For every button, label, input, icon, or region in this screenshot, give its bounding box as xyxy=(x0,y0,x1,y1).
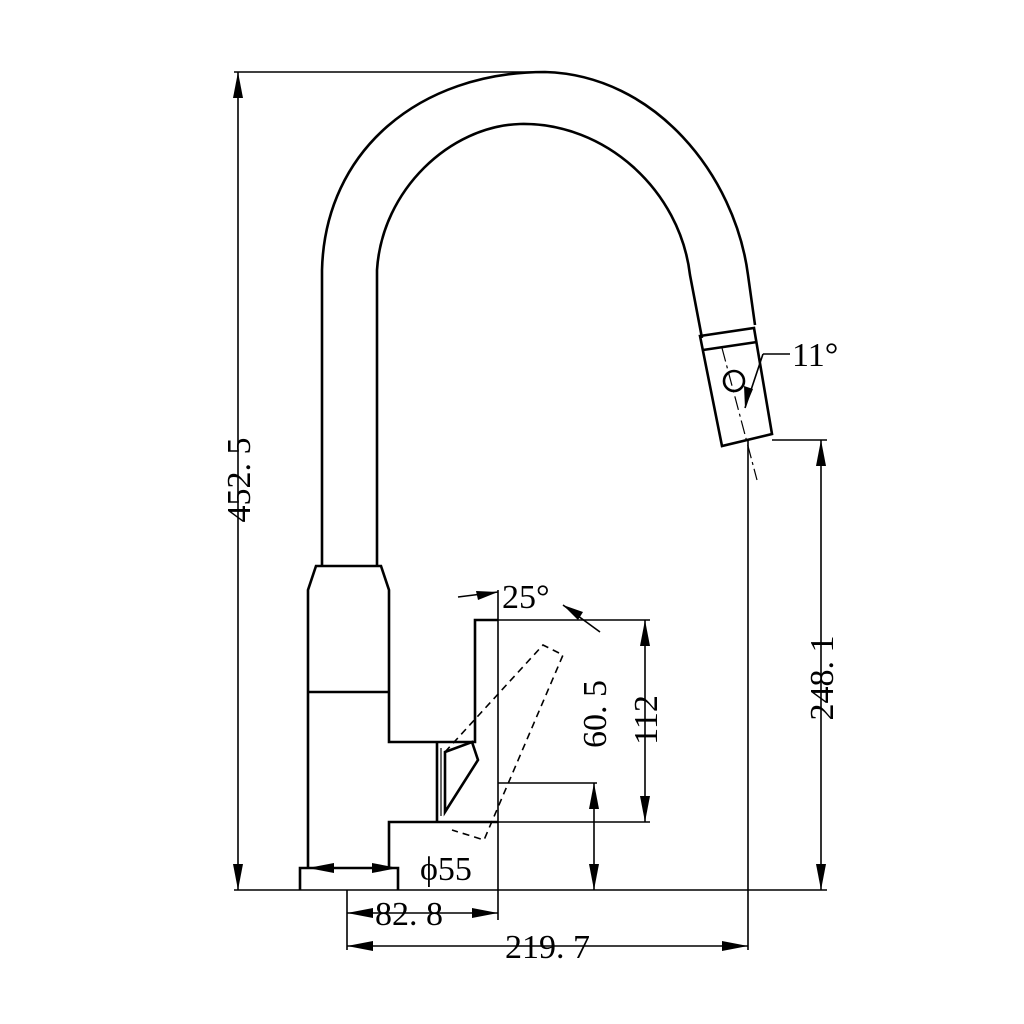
dim-handle-offset: 60. 5 xyxy=(577,680,614,748)
dimension-lines xyxy=(233,72,826,951)
spray-button xyxy=(722,369,746,393)
dim-base-diameter: ϕ55 xyxy=(420,851,472,888)
extension-lines xyxy=(234,71,827,950)
handle-lever xyxy=(443,740,480,817)
faucet-outline xyxy=(298,70,774,890)
handle-housing xyxy=(435,618,498,824)
spout-inner xyxy=(375,122,704,566)
spout-outer xyxy=(320,70,757,566)
spray-head xyxy=(698,326,774,448)
handle-lever-tilted xyxy=(444,644,565,841)
dim-handle-angle: 25° xyxy=(502,579,550,616)
dim-total-height: 452. 5 xyxy=(221,438,258,523)
dim-handle-height: 112 xyxy=(628,695,665,745)
dim-head-angle: 11° xyxy=(792,337,838,374)
dim-spout-reach: 219. 7 xyxy=(505,929,590,966)
faucet-body xyxy=(306,564,437,868)
base-plate xyxy=(298,866,400,890)
dim-spout-height: 248. 1 xyxy=(804,636,841,721)
dimension-labels: 452. 5 248. 1 112 60. 5 ϕ55 82. 8 219. 7… xyxy=(221,337,841,966)
dim-handle-reach: 82. 8 xyxy=(375,896,443,933)
